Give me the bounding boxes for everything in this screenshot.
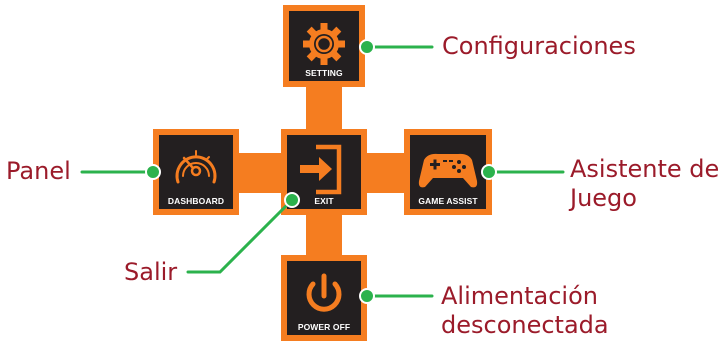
callout-configuraciones-text: Configuraciones <box>442 32 636 60</box>
callout-dots <box>145 39 497 304</box>
salir-leader <box>186 198 294 274</box>
callout-panel-text: Panel <box>6 157 71 185</box>
dashboard-tile[interactable]: DASHBOARD <box>153 129 239 215</box>
callout-panel: Panel <box>6 157 71 186</box>
power-icon <box>306 273 342 312</box>
callout-asistente-line2: Juego <box>570 184 637 212</box>
callout-salir: Salir <box>124 258 177 287</box>
callout-alimentacion-line1: Alimentación <box>441 282 598 310</box>
exit-icon <box>300 144 342 195</box>
exit-label: EXIT <box>314 196 334 206</box>
game-assist-tile[interactable]: GAME ASSIST <box>404 129 492 215</box>
menu-cross-connector <box>230 80 409 260</box>
callout-asistente-line1: Asistente de <box>570 155 720 183</box>
callout-asistente: Asistente de Juego <box>570 155 719 213</box>
callout-salir-text: Salir <box>124 258 178 286</box>
speedometer-icon <box>175 150 217 184</box>
setting-tile[interactable]: SETTING <box>283 5 365 87</box>
callout-alimentacion-line2: desconectada <box>441 311 609 339</box>
power-off-label: POWER OFF <box>298 322 350 332</box>
callout-leader-lines <box>80 45 565 298</box>
gear-icon <box>303 23 345 65</box>
setting-label: SETTING <box>305 68 343 78</box>
gamepad-icon <box>418 153 478 188</box>
power-off-tile[interactable]: POWER OFF <box>281 255 367 341</box>
dashboard-label: DASHBOARD <box>168 196 224 206</box>
callout-configuraciones: Configuraciones <box>442 32 636 61</box>
game-assist-label: GAME ASSIST <box>418 196 478 206</box>
callout-alimentacion: Alimentación desconectada <box>441 282 609 340</box>
